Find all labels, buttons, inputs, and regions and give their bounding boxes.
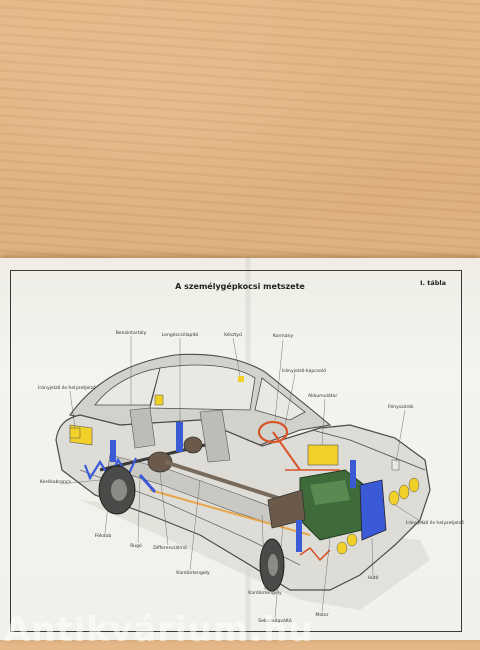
- label-fuel-tank: Benzintartály: [115, 331, 147, 336]
- label-differential: Differenciálmű: [153, 546, 187, 551]
- battery: [307, 444, 339, 466]
- wooden-table-background: [0, 0, 480, 270]
- label-indicator-switch: Irányjelző-kapcsoló: [282, 369, 327, 374]
- windshield: [254, 377, 306, 421]
- diagram-frame: [10, 270, 462, 632]
- rear-shock-right: [110, 440, 116, 462]
- headlight-2: [398, 484, 410, 500]
- radiator: [359, 479, 387, 541]
- front-shock-left: [296, 520, 302, 552]
- leader-lines: [59, 336, 426, 619]
- label-steering-wheel: Kormány: [272, 334, 294, 339]
- front-indicator-1: [336, 541, 348, 555]
- label-headlights: Fényszórók: [388, 405, 414, 410]
- label-front-indicator: Irányjelző és helyzetjelző: [406, 521, 464, 526]
- label-spring: Rugó: [130, 544, 142, 549]
- label-radiator: Hűtő: [367, 576, 379, 581]
- front-shock-right: [350, 460, 356, 488]
- engine-detail: [310, 480, 350, 505]
- rear-light-top: [154, 394, 164, 406]
- rear-light: [69, 427, 81, 439]
- front-wheel-hub: [268, 554, 278, 576]
- front-spring: [299, 546, 331, 562]
- front-indicator-2: [346, 533, 358, 547]
- label-engine: Motor: [315, 613, 329, 618]
- interior-light: [238, 376, 244, 382]
- rear-brake-drum: [183, 436, 203, 454]
- gearbox: [267, 489, 306, 529]
- label-propeller-shaft-tube: Kardántengely: [176, 571, 210, 576]
- rear-spring-leaf: [138, 474, 157, 493]
- hood-line: [311, 429, 426, 471]
- engine-block: [299, 469, 369, 541]
- rear-seat: [129, 407, 156, 449]
- label-gearbox: Sebességváltó: [258, 619, 292, 624]
- headlight-1: [388, 490, 400, 506]
- label-propeller-shaft: Kardántengely: [248, 591, 282, 596]
- exhaust-pipe: [149, 489, 311, 536]
- side-window: [149, 364, 256, 411]
- front-seat: [199, 409, 231, 463]
- horn-unit: [391, 459, 400, 471]
- table-number-label: I. tábla: [420, 279, 446, 287]
- diagram-title: A személygépkocsi metszete: [175, 282, 305, 291]
- rear-wheel-hub: [111, 479, 127, 501]
- label-brake-drum: Fékdob: [94, 534, 112, 539]
- label-tire: Kerékabroncs: [40, 480, 71, 485]
- rear-shock-left: [176, 422, 183, 452]
- headlight-3: [408, 477, 420, 493]
- label-glove: Késztyű: [224, 333, 242, 338]
- steering-wheel: [257, 420, 289, 444]
- label-shock-absorber: Lengéscsillapító: [161, 333, 199, 338]
- steering-column: [272, 431, 301, 471]
- label-rear-indicator: Irányjelző és helyzetjelző: [38, 386, 96, 391]
- watermark: Antikvárium.hu: [4, 610, 314, 650]
- label-battery: Akkumulátor: [308, 394, 338, 399]
